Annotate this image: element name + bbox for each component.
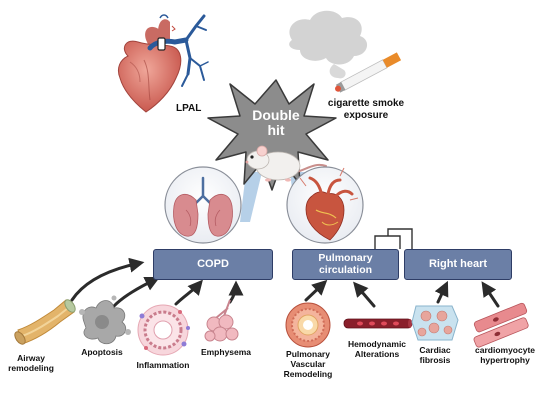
alveoli-icon <box>204 299 239 342</box>
apoptotic-cell-icon <box>79 295 131 345</box>
pulmonary-circulation-label: Pulmonary circulation <box>318 251 373 276</box>
arrow-emphysema <box>228 280 244 304</box>
arrow-airway <box>70 257 145 302</box>
left-wedge <box>240 172 262 222</box>
copd-box: COPD <box>153 249 273 280</box>
emphysema-label: Emphysema <box>200 347 252 357</box>
lpal-label: LPAL <box>176 103 202 114</box>
cigarette-smoke-icon <box>289 10 402 93</box>
double-hit-star <box>207 79 337 191</box>
arrow-apoptosis <box>112 276 161 308</box>
arrow-hemodynamic <box>353 281 376 308</box>
cardiomyocyte-hypertrophy-label: cardiomyocyte hypertrophy <box>475 345 535 365</box>
blood-vessel-icon <box>343 318 413 329</box>
fibrotic-tissue-icon <box>411 305 459 341</box>
cardiomyocyte-icon <box>473 302 529 348</box>
arrow-hypertrophy <box>481 281 500 308</box>
copd-box-label: COPD <box>197 258 229 271</box>
pulmonary-vascular-remodeling-label: Pulmonary Vascular Remodeling <box>283 349 333 379</box>
double-hit-label: Double hit <box>252 107 300 138</box>
airway-remodeling-label: Airway remodeling <box>8 353 54 373</box>
cardiac-fibrosis-label: Cardiac fibrosis <box>419 345 451 365</box>
airway-tube-icon <box>14 299 76 345</box>
box-connector <box>374 228 413 249</box>
inflamed-airway-icon <box>137 304 190 356</box>
heart-with-pulmonary-artery-icon <box>117 14 209 113</box>
heart-icon <box>286 166 364 244</box>
arrow-vascular <box>304 279 328 302</box>
arrow-inflammation <box>174 279 203 306</box>
right-heart-box: Right heart <box>404 249 512 280</box>
inflammation-label: Inflammation <box>136 360 190 370</box>
arrow-fibrosis <box>434 280 449 304</box>
smoke-label: cigarette smoke exposure <box>327 98 405 121</box>
arrows <box>70 257 500 308</box>
pulmonary-circulation-box: Pulmonary circulation <box>292 249 399 280</box>
vessel-cross-section-icon <box>285 302 331 348</box>
lungs-icon <box>164 166 242 244</box>
rat-icon <box>245 145 327 182</box>
right-heart-label: Right heart <box>428 258 488 271</box>
apoptosis-label: Apoptosis <box>81 347 123 357</box>
hemodynamic-alterations-label: Hemodynamic Alterations <box>347 339 407 359</box>
